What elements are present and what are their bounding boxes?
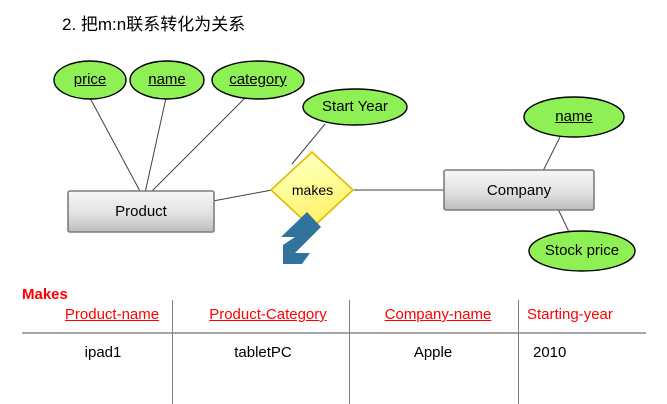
entity-box-company <box>443 169 595 211</box>
table-column-divider-1 <box>172 300 173 404</box>
connector-stockprice-company <box>557 208 571 235</box>
table-header-product-name: Product-name <box>64 306 160 323</box>
attribute-ellipse-start-year <box>302 88 408 126</box>
connector-startyear-makes <box>291 123 326 165</box>
connector-companyname-company <box>542 136 561 172</box>
relationship-diamond-makes <box>269 150 355 230</box>
connector-category-product <box>149 97 246 194</box>
connector-price-product <box>89 97 142 194</box>
down-left-arrow-icon <box>281 212 321 264</box>
table-header-rule <box>22 332 646 334</box>
table-header-company-name: Company-name <box>384 306 492 323</box>
table-column-divider-3 <box>518 300 519 404</box>
table-cell-starting-year: 2010 <box>533 344 567 361</box>
er-diagram <box>53 60 636 272</box>
table-column-divider-2 <box>349 300 350 404</box>
table-header-starting-year: Starting-year <box>527 306 613 323</box>
attribute-ellipse-price <box>53 60 127 100</box>
page-title: 2. 把m:n联系转化为关系 <box>62 15 246 34</box>
connector-product-makes <box>212 189 273 202</box>
table-cell-product-name: ipad1 <box>84 344 122 361</box>
table-cell-company-name: Apple <box>413 344 453 361</box>
attribute-ellipse-company-name <box>523 96 625 138</box>
attribute-ellipse-name <box>129 60 205 100</box>
table-cell-product-category: tabletPC <box>234 344 292 361</box>
table-header-product-category: Product-Category <box>209 306 327 323</box>
relation-table-caption: Makes <box>22 286 68 303</box>
connector-name-product <box>144 97 167 194</box>
attribute-ellipse-category <box>211 60 305 100</box>
entity-box-product <box>67 190 215 233</box>
relation-table: Makes Product-name Product-Category Comp… <box>0 282 667 404</box>
attribute-ellipse-stock-price <box>528 230 636 272</box>
